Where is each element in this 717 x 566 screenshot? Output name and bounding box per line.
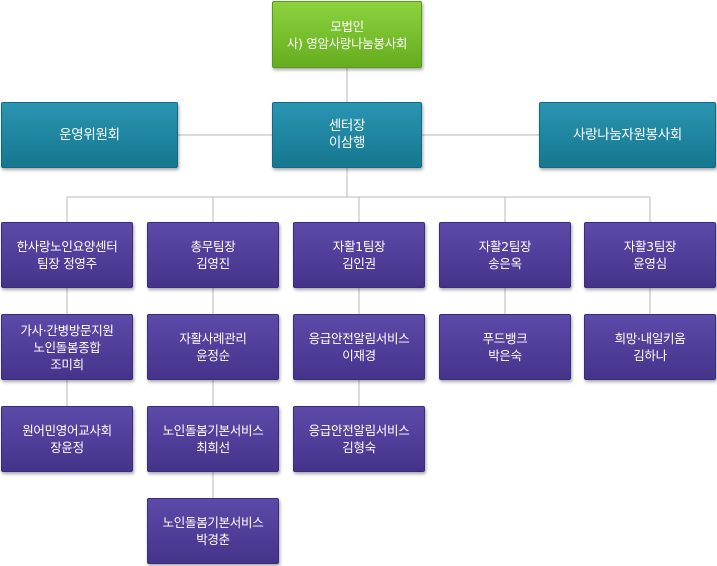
parent-organization-box: 모법인 사) 영암사랑나눔봉사회 [272,1,422,68]
team-member-box-line: 최희선 [196,440,230,455]
team-member-box-line: 박경춘 [196,532,230,547]
team-member-box-line: 노인돌봄종합 [33,339,101,355]
team-member-box-line: 응급안전알림서비스 [308,423,410,438]
team-member-box-line: 자활사례관리 [179,331,247,346]
operating-committee-box: 운영위원회 [1,102,178,168]
center-director-title: 센터장 [328,118,366,134]
team-leader-box-line: 한사랑노인요양센터 [16,239,118,254]
center-director-box: 센터장 이삼행 [272,102,422,168]
team-leader-box-line: 김인권 [342,256,376,271]
parent-organization-label: 모법인 [330,18,364,34]
team-leader-box-line: 총무팀장 [190,239,236,254]
team-member-box-line: 원어민영어교사회 [22,423,112,438]
team-member-box-line: 장윤정 [50,440,84,455]
team-member-box-line: 가사·간병방문지원 [20,322,114,338]
team-leader-box-line: 송은옥 [488,256,522,271]
operating-committee-label: 운영위원회 [59,126,120,143]
team-leader-box-line: 팀장 정영주 [37,256,97,271]
team-member-box-line: 박은숙 [488,348,522,363]
team-member-box-line: 조미희 [50,356,84,372]
team-member-box-line: 이재경 [342,348,376,363]
team-leader-box-line: 윤영심 [633,256,667,271]
team-leader-box-line: 자활3팀장 [623,239,677,254]
parent-organization-name: 사) 영암사랑나눔봉사회 [286,35,408,51]
center-director-name: 이삼행 [328,135,366,151]
volunteer-group-box: 사랑나눔자원봉사회 [539,102,716,168]
team-member-box-line: 김형숙 [342,440,376,455]
team-member-box-line: 노인돌봄기본서비스 [162,423,264,438]
team-member-box-line: 응급안전알림서비스 [308,331,410,346]
team-leader-box-line: 자활2팀장 [478,239,532,254]
team-member-box-line: 노인돌봄기본서비스 [162,515,264,530]
team-member-box-line: 윤정순 [196,348,230,363]
team-member-box-line: 김하나 [633,348,667,363]
team-leader-box-line: 자활1팀장 [332,239,386,254]
volunteer-group-label: 사랑나눔자원봉사회 [572,126,683,143]
team-member-box-line: 푸드뱅크 [482,331,528,346]
team-member-box-line: 희망·내일키움 [614,331,686,346]
team-leader-box-line: 김영진 [196,256,230,271]
